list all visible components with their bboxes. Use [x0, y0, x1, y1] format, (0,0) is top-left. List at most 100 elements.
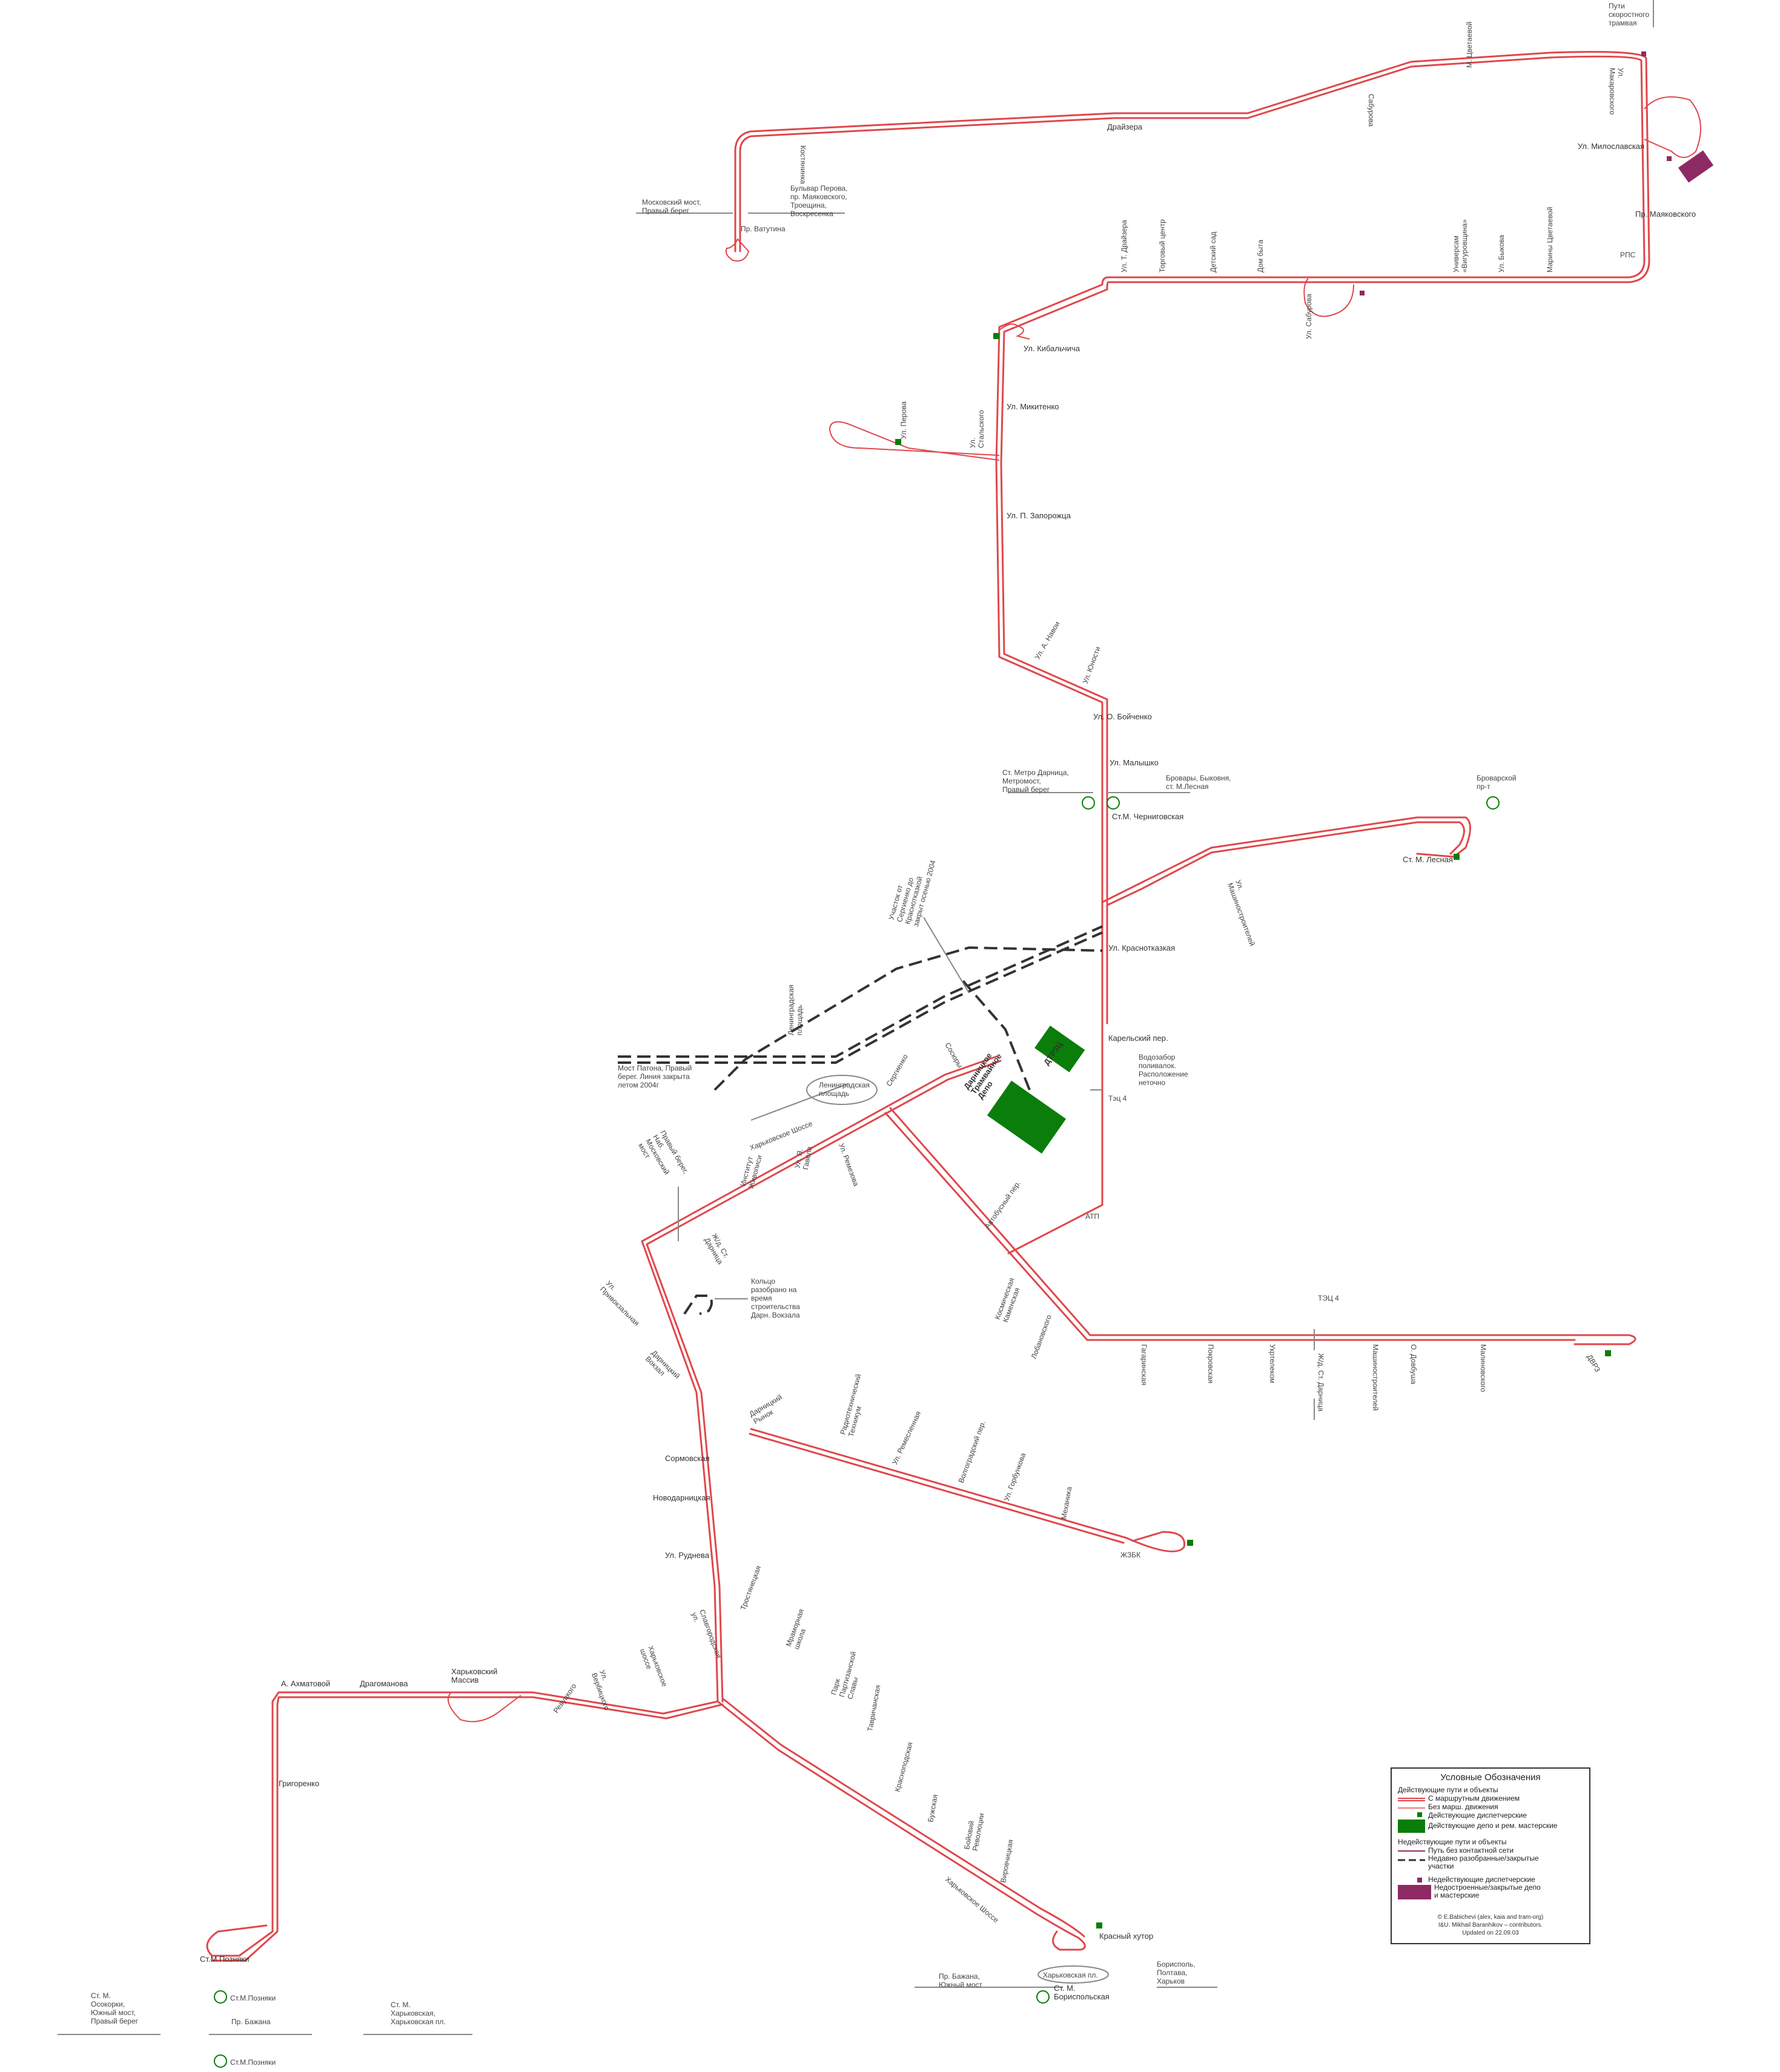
label: Ул.Привокзальная — [598, 1279, 647, 1327]
inactive-dispatch-icon — [1360, 291, 1365, 295]
darnitskoe-depot-icon — [987, 1080, 1067, 1154]
closed-depot-icon — [1678, 150, 1714, 183]
label: Ст.М. Черниговская — [1112, 812, 1183, 821]
label: Красноподская — [893, 1741, 914, 1793]
label: Ул. О. Бойченко — [1093, 712, 1152, 721]
legend-no-catenary: Путь без контактной сети — [1428, 1846, 1514, 1855]
label: Вировчицкая — [999, 1839, 1014, 1884]
label: Машиностроителей — [1371, 1344, 1380, 1411]
legend-dispatch-icon — [1417, 1812, 1422, 1817]
depots — [895, 51, 1714, 1928]
label: Пр. Ватутина — [741, 225, 786, 233]
legend-recently-removed: Недавно разобранные/закрытые участки — [1428, 1854, 1539, 1870]
label: Ст.М.Позняки — [200, 1955, 250, 1964]
label: Гагаринская — [1140, 1344, 1148, 1385]
label: Ул.Машиностроителей — [1226, 879, 1265, 947]
legend-removed-icon — [1398, 1859, 1425, 1861]
label: Ст.М.Позняки — [230, 2058, 276, 2067]
label: Марины Цветаевой — [1546, 207, 1554, 273]
dtrpz-depot-icon — [1034, 1025, 1085, 1072]
legend-without-routes-icon — [1398, 1807, 1425, 1809]
label: ТЭЦ 4 — [1318, 1294, 1339, 1302]
legend: Условные Обозначения Действующие пути и … — [1391, 1767, 1590, 1944]
label: М. Цветаевой — [1465, 22, 1474, 68]
label: Ул.Макаровского — [1608, 68, 1625, 115]
label: Бульвар Перова,пр. Маяковского,Троещина,… — [790, 184, 847, 218]
leningradskaya-oval — [806, 1075, 878, 1105]
label: Ул. П. Запорожца — [1007, 511, 1071, 520]
legend-title: Условные Обозначения — [1440, 1772, 1541, 1783]
legend-with-routes-icon — [1398, 1798, 1425, 1801]
legend-unbuilt-depot: Недостроенные/закрытые депо и мастерские — [1434, 1883, 1541, 1899]
label: Харьковскоешоссе — [638, 1645, 669, 1691]
label: Ул.Стальского — [968, 410, 985, 448]
label: Волгоградский пер. — [957, 1420, 987, 1484]
label: Драйзера — [1107, 122, 1143, 131]
label: Ст. М.Осокорки,Южный мост,Правый берег — [91, 1991, 139, 2025]
legend-without-routes: Без марш. движения — [1428, 1803, 1498, 1811]
label: Драгоманова — [360, 1679, 408, 1688]
label: Пр. Бажана — [231, 2018, 271, 2026]
label: Ул. Сабурова — [1305, 294, 1313, 339]
metro-markers — [214, 796, 1500, 2068]
track-network — [206, 51, 1701, 1962]
label: Ул. Горбункова — [1002, 1451, 1028, 1502]
legend-credit: Updated on 22.09.03 — [1462, 1930, 1519, 1936]
label: Григоренко — [279, 1779, 319, 1788]
metro-icon — [214, 1990, 227, 2004]
label: Ж/д. Ст.Дарница — [703, 1232, 732, 1266]
direction-arrows — [58, 0, 1654, 2035]
label: Ул. Микитенко — [1007, 402, 1059, 411]
label: ЖЗБК — [1120, 1551, 1140, 1559]
label: Ж/д. Ст. Дарница — [1317, 1353, 1325, 1411]
label: Малиновского — [1479, 1344, 1487, 1392]
labels: Московский мост,Правый берег Бульвар Пер… — [91, 2, 1696, 2067]
label: ДарницкийРынок — [748, 1393, 788, 1425]
label: Лобановского — [1030, 1313, 1053, 1360]
label: Ст.М.Позняки — [230, 1994, 276, 2002]
dispatch-icon — [1605, 1350, 1611, 1356]
legend-depot-icon — [1398, 1820, 1425, 1833]
label: Костянинка — [799, 145, 807, 184]
dispatch-icon — [1096, 1922, 1102, 1928]
label: Ул. Перова — [899, 401, 908, 439]
label: БойовийРеволюции — [962, 1811, 986, 1852]
label: ДарницкийВокзал — [644, 1348, 681, 1386]
legend-credit: I&U. Mikhail Baranhikov – contributors. — [1438, 1922, 1543, 1928]
label: Мраморнаяшкола — [784, 1608, 813, 1650]
label: Ул. Руднева — [665, 1551, 710, 1560]
label: Ул. Милославская — [1578, 142, 1644, 151]
metro-icon — [214, 2054, 227, 2068]
label: Пр. Маяковского — [1635, 210, 1696, 219]
label: Бужская — [926, 1793, 939, 1823]
label: Ул. Ремезова — [837, 1142, 861, 1187]
label: ПаркПартизанскойСлавы — [829, 1648, 866, 1700]
label: Сабурова — [1367, 94, 1375, 127]
dispatch-icon — [1187, 1540, 1193, 1546]
label: Тростянецкая — [739, 1565, 763, 1611]
label: Харьковское Шоссе — [749, 1119, 814, 1152]
label: Ленинградскаяплощадь — [787, 985, 804, 1035]
label: Харьковское Шоссе — [944, 1875, 1001, 1925]
label: Участок отСергиенко доКраснотказкойзакры… — [887, 853, 937, 928]
label: Славгородскаяул. — [690, 1608, 723, 1662]
label: Ст. М. Лесная — [1403, 855, 1453, 864]
label: Ст. Метро Дарница,Метромост,Правый берег — [1002, 768, 1069, 794]
label: Пр. Бажана,Южный мост — [939, 1972, 982, 1989]
label: Ул. А. Навои — [1033, 620, 1061, 661]
legend-active-depot: Действующие депо и рем. мастерские — [1428, 1821, 1558, 1830]
dispatch-icon — [993, 333, 999, 339]
label: Механика — [1059, 1486, 1073, 1520]
label: Универсам«Вигуровщина» — [1452, 219, 1469, 272]
label: РПС — [1620, 251, 1636, 259]
label: Ул. Малышко — [1110, 758, 1159, 767]
legend-with-routes: С маршрутным движением — [1428, 1794, 1520, 1803]
label: Дом быта — [1256, 240, 1265, 272]
